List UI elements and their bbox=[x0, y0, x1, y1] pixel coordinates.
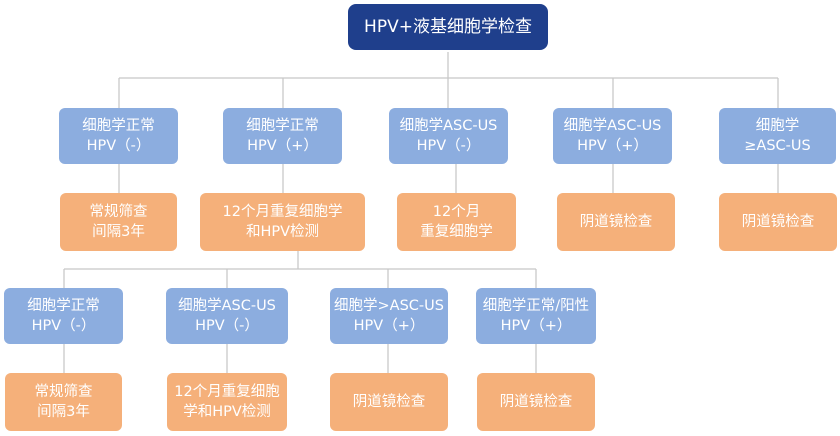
level1-action-4: 阴道镜检查 bbox=[557, 193, 675, 251]
level2-condition-label: 细胞学ASC-US HPV（-） bbox=[178, 298, 276, 334]
level1-action-label: 阴道镜检查 bbox=[579, 214, 653, 230]
level2-condition-label: 细胞学>ASC-US HPV（+） bbox=[334, 298, 444, 334]
level2-action-label: 12个月重复细胞 学和HPV检测 bbox=[174, 384, 280, 420]
level1-condition-label: 细胞学ASC-US HPV（-） bbox=[399, 118, 498, 154]
level2-condition-3: 细胞学>ASC-US HPV（+） bbox=[330, 288, 448, 344]
level2-condition-1: 细胞学正常 HPV（-） bbox=[4, 288, 123, 344]
level2-condition-label: 细胞学正常 HPV（-） bbox=[27, 298, 100, 334]
level1-action-5: 阴道镜检查 bbox=[719, 193, 837, 251]
level1-condition-4: 细胞学ASC-US HPV（+） bbox=[553, 108, 672, 164]
level2-condition-2: 细胞学ASC-US HPV（-） bbox=[166, 288, 288, 344]
level1-condition-5: 细胞学 ≥ASC-US bbox=[719, 108, 836, 164]
level1-action-label: 12个月 重复细胞学 bbox=[420, 204, 493, 240]
level1-condition-1: 细胞学正常 HPV（-） bbox=[59, 108, 178, 164]
level1-condition-3: 细胞学ASC-US HPV（-） bbox=[389, 108, 508, 164]
level1-action-label: 12个月重复细胞学 和HPV检测 bbox=[222, 204, 343, 240]
level1-condition-label: 细胞学正常 HPV（+） bbox=[246, 118, 319, 154]
level2-action-3: 阴道镜检查 bbox=[330, 373, 448, 431]
level2-action-label: 常规筛查 间隔3年 bbox=[34, 384, 93, 420]
level1-action-label: 阴道镜检查 bbox=[741, 214, 815, 230]
level2-condition-label: 细胞学正常/阳性 HPV（+） bbox=[482, 298, 590, 334]
level2-action-label: 阴道镜检查 bbox=[499, 394, 573, 410]
level2-action-1: 常规筛查 间隔3年 bbox=[5, 373, 122, 431]
root-node: HPV+液基细胞学检查 bbox=[348, 4, 548, 50]
level2-action-label: 阴道镜检查 bbox=[352, 394, 426, 410]
level2-condition-4: 细胞学正常/阳性 HPV（+） bbox=[476, 288, 596, 344]
level2-action-2: 12个月重复细胞 学和HPV检测 bbox=[167, 373, 287, 431]
level1-action-2: 12个月重复细胞学 和HPV检测 bbox=[200, 193, 365, 251]
level1-action-1: 常规筛查 间隔3年 bbox=[60, 193, 177, 251]
level1-action-label: 常规筛查 间隔3年 bbox=[89, 204, 148, 240]
level1-action-3: 12个月 重复细胞学 bbox=[397, 193, 516, 251]
level2-action-4: 阴道镜检查 bbox=[477, 373, 595, 431]
level1-condition-label: 细胞学正常 HPV（-） bbox=[82, 118, 155, 154]
level1-condition-label: 细胞学ASC-US HPV（+） bbox=[563, 118, 662, 154]
level1-condition-2: 细胞学正常 HPV（+） bbox=[223, 108, 342, 164]
root-label: HPV+液基细胞学检查 bbox=[364, 17, 532, 37]
level1-condition-label: 细胞学 ≥ASC-US bbox=[744, 118, 811, 154]
